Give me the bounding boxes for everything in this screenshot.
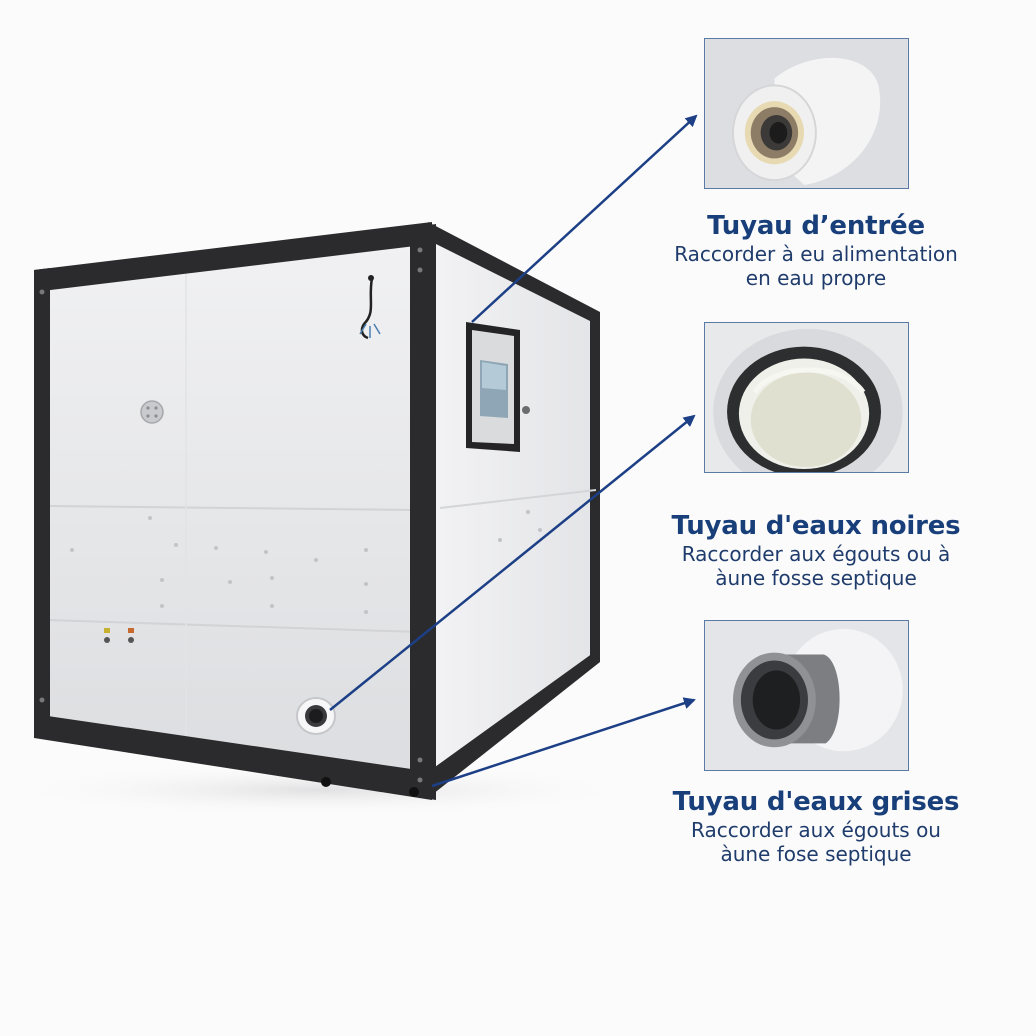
callout-line: en eau propre <box>745 266 887 290</box>
callout-line: Raccorder à eu alimentation <box>674 242 958 266</box>
front-wall <box>46 244 420 784</box>
callout-blackwater: Tuyau d'eaux noires Raccorder aux égouts… <box>620 510 1012 590</box>
callout-line: àune fose septique <box>720 842 912 866</box>
frame-bolts <box>39 247 423 783</box>
side-seam <box>439 489 597 509</box>
inlet-pipe-icon <box>705 39 908 188</box>
side-bottom-beam <box>428 648 600 798</box>
arrow-inlet <box>471 114 698 323</box>
callout-description: Raccorder aux égouts ou à àune fosse sep… <box>620 542 1012 590</box>
greywater-pipe-icon <box>705 621 908 770</box>
side-rear-post <box>590 312 600 662</box>
blackwater-pipe-thumbnail <box>704 322 909 473</box>
cable-wires-icon <box>359 323 381 338</box>
front-bottom-beam <box>34 714 432 800</box>
callout-description: Raccorder à eu alimentation en eau propr… <box>620 242 1012 290</box>
ground-shadow <box>0 764 640 816</box>
front-seam-lower <box>47 619 419 633</box>
front-seam-upper <box>47 505 419 511</box>
callout-title: Tuyau d’entrée <box>707 211 925 241</box>
front-left-post <box>34 268 50 738</box>
blackwater-pipe-icon <box>705 323 908 472</box>
greywater-pipe-thumbnail <box>704 620 909 771</box>
front-right-post <box>410 224 436 800</box>
side-top-beam <box>428 222 600 326</box>
callout-greywater: Tuyau d'eaux grises Raccorder aux égouts… <box>620 786 1012 866</box>
callout-title: Tuyau d'eaux grises <box>672 787 960 817</box>
front-top-beam <box>34 222 432 292</box>
arrow-greywater <box>431 697 696 788</box>
vent-plate-icon <box>140 400 164 424</box>
callout-inlet: Tuyau d’entrée Raccorder à eu alimentati… <box>620 210 1012 290</box>
callout-title: Tuyau d'eaux noires <box>671 511 961 541</box>
callout-line: Raccorder aux égouts ou <box>691 818 941 842</box>
cable-icon <box>360 277 374 340</box>
bottom-drain-icon <box>321 777 419 797</box>
cable-gland <box>368 275 374 281</box>
pipe-outlet-icon <box>296 697 336 735</box>
panel-rivets <box>70 510 542 614</box>
arrow-blackwater <box>329 414 696 711</box>
vent-holes <box>146 406 158 418</box>
callout-line: Raccorder aux égouts ou à <box>681 542 951 566</box>
side-window <box>466 322 530 452</box>
indicator-lights <box>104 628 134 643</box>
inlet-pipe-thumbnail <box>704 38 909 189</box>
callout-line: àune fosse septique <box>715 566 917 590</box>
callout-description: Raccorder aux égouts ou àune fose septiq… <box>620 818 1012 866</box>
